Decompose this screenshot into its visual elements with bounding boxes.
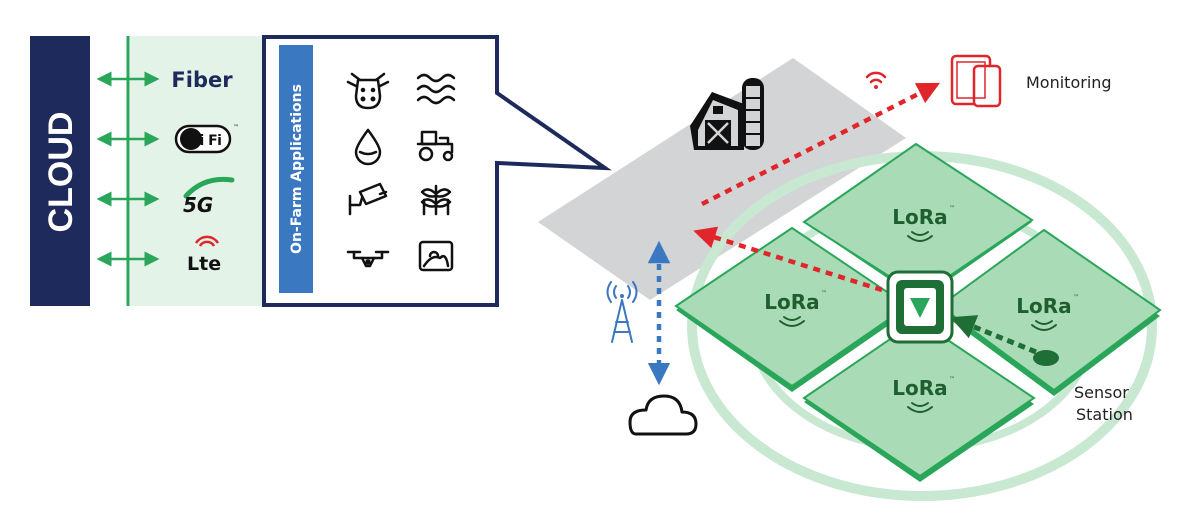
lora-mark-left: ™ <box>821 290 827 297</box>
lora-label-top: LoRa <box>892 205 947 229</box>
lora-tile-bottom <box>802 318 1036 482</box>
weather-display-icon <box>418 240 454 272</box>
monitoring-label: Monitoring <box>1026 73 1112 92</box>
wifi-logo-text: Wi Fi <box>185 133 222 149</box>
lora-label-bottom: LoRa <box>892 376 947 400</box>
lte-label: Lte <box>187 253 221 275</box>
drone-icon <box>346 250 390 268</box>
connectivity-arrows <box>96 71 160 267</box>
gateway-device <box>886 270 954 344</box>
monitoring-devices-icon <box>950 54 1002 108</box>
sensor-to-gateway-arrow <box>950 315 1037 355</box>
cow-icon <box>346 72 390 110</box>
lora-waves-bottom-icon <box>907 402 933 413</box>
wireless-signal-icon <box>865 71 887 89</box>
lte-logo: Lte <box>187 235 221 275</box>
applications-callout <box>262 35 612 307</box>
cell-tower-icon <box>606 281 638 343</box>
5g-label: 5G <box>183 193 213 217</box>
lora-waves-left-icon <box>779 316 805 327</box>
lora-label-left: LoRa <box>764 290 819 314</box>
lora-mark-top: ™ <box>949 205 955 212</box>
gateway-to-farm-arrow <box>693 226 883 293</box>
farm-to-monitoring-arrow <box>700 82 941 207</box>
barn-icon <box>690 78 764 150</box>
lora-waves-right-icon <box>1031 320 1057 331</box>
5g-logo: 5G <box>183 176 235 217</box>
lora-waves-top-icon <box>907 231 933 242</box>
cloud-icon <box>628 394 698 436</box>
camera-icon <box>348 182 388 216</box>
cloud-panel <box>30 36 90 306</box>
lora-mark-bottom: ™ <box>949 376 955 383</box>
sensor-station-label-line1: Sensor <box>1074 383 1129 402</box>
fiber-label: Fiber <box>171 68 233 92</box>
applications-title-bar <box>279 45 313 293</box>
applications-title: On-Farm Applications <box>289 84 305 254</box>
wifi-trademark: ™ <box>233 124 239 131</box>
lora-tile-top <box>802 142 1034 300</box>
crop-icon <box>420 184 452 216</box>
lora-mark-right: ™ <box>1073 294 1079 301</box>
lora-tile-right <box>938 228 1162 396</box>
water-drop-icon <box>354 128 382 166</box>
gateway-logo-icon <box>910 298 930 318</box>
farm-field <box>538 58 906 300</box>
wifi-logo: Wi Fi ™ <box>174 124 239 154</box>
tractor-icon <box>416 130 454 162</box>
wave-icon <box>416 73 456 105</box>
sensor-station-node <box>1033 350 1059 366</box>
cloud-label: CLOUD <box>42 112 80 233</box>
lora-label-right: LoRa <box>1016 294 1071 318</box>
sensor-station-label-line2: Station <box>1076 405 1133 424</box>
